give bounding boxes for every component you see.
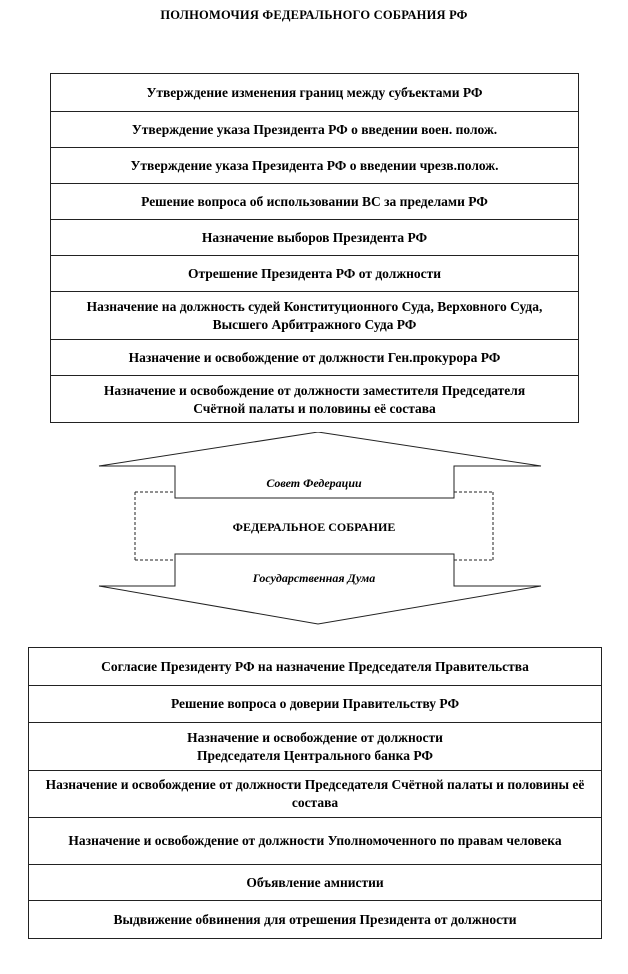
power-row: Назначение и освобождение от должности П… xyxy=(29,770,601,817)
power-text: Объявление амнистии xyxy=(246,874,384,890)
power-row: Решение вопроса об использовании ВС за п… xyxy=(51,183,578,219)
power-text: Согласие Президенту РФ на назначение Пре… xyxy=(101,658,529,674)
power-row: Согласие Президенту РФ на назначение Пре… xyxy=(29,648,601,685)
power-text: Выдвижение обвинения для отрешения Прези… xyxy=(113,911,517,927)
power-row: Назначение и освобождение от должности з… xyxy=(51,375,578,424)
power-text: Назначение выборов Президента РФ xyxy=(201,229,428,245)
power-row: Назначение и освобождение от должности П… xyxy=(29,722,601,770)
upper-chamber-label: Совет Федерации xyxy=(266,476,362,490)
page-title: ПОЛНОМОЧИЯ ФЕДЕРАЛЬНОГО СОБРАНИЯ РФ xyxy=(160,8,468,22)
power-text: Утверждение указа Президента РФ о введен… xyxy=(131,121,498,137)
power-text: Отрешение Президента РФ от должности xyxy=(187,265,442,281)
lower-chamber-label: Государственная Дума xyxy=(252,571,376,585)
federation-council-powers-table: Утверждение изменения границ между субъе… xyxy=(50,73,579,423)
power-text: Утверждение указа Президента РФ о введен… xyxy=(130,157,499,173)
power-text: Решение вопроса о доверии Правительству … xyxy=(170,696,460,712)
power-text: Назначение и освобождение от должности У… xyxy=(68,833,562,849)
federal-assembly-label: ФЕДЕРАЛЬНОЕ СОБРАНИЕ xyxy=(233,520,396,534)
upper-arrow xyxy=(98,432,542,499)
power-text: Назначение и освобождение от должности з… xyxy=(103,383,526,416)
lower-arrow xyxy=(98,553,542,625)
power-row: Выдвижение обвинения для отрешения Прези… xyxy=(29,900,601,938)
power-row: Отрешение Президента РФ от должности xyxy=(51,255,578,291)
federal-assembly-diagram: Совет Федерации ФЕДЕРАЛЬНОЕ СОБРАНИЕ Гос… xyxy=(98,432,542,625)
power-row: Утверждение указа Президента РФ о введен… xyxy=(51,147,578,183)
power-row: Назначение и освобождение от должности Г… xyxy=(51,339,578,375)
power-row: Решение вопроса о доверии Правительству … xyxy=(29,685,601,722)
power-row: Утверждение указа Президента РФ о введен… xyxy=(51,111,578,147)
power-text: Назначение на должность судей Конституци… xyxy=(86,298,543,332)
power-text: Решение вопроса об использовании ВС за п… xyxy=(141,193,488,209)
power-text: Назначение и освобождение от должности П… xyxy=(187,729,443,763)
power-text: Назначение и освобождение от должности П… xyxy=(45,777,585,810)
power-row: Назначение выборов Президента РФ xyxy=(51,219,578,255)
power-row: Назначение на должность судей Конституци… xyxy=(51,291,578,339)
power-text: Утверждение изменения границ между субъе… xyxy=(146,84,483,100)
state-duma-powers-table: Согласие Президенту РФ на назначение Пре… xyxy=(28,647,602,939)
power-row: Утверждение изменения границ между субъе… xyxy=(51,74,578,111)
power-text: Назначение и освобождение от должности Г… xyxy=(128,349,501,365)
power-row: Объявление амнистии xyxy=(29,864,601,900)
power-row: Назначение и освобождение от должности У… xyxy=(29,817,601,864)
